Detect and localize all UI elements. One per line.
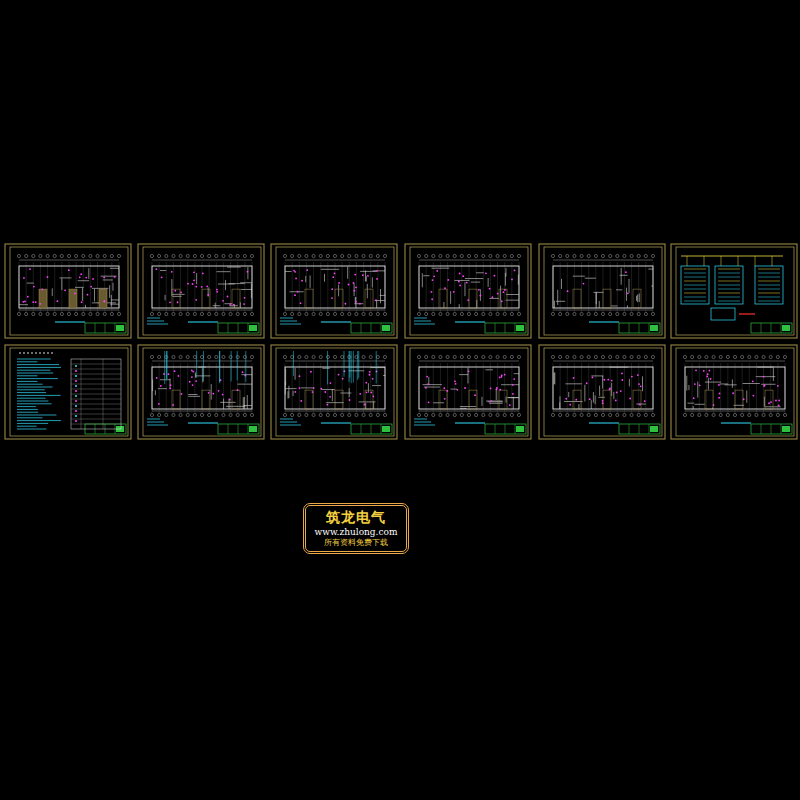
- drawing-sheet: [539, 345, 665, 439]
- drawing-sheet: [138, 244, 264, 338]
- drawing-sheet: [539, 244, 665, 338]
- drawing-sheet: [5, 345, 131, 439]
- drawing-sheet: [405, 345, 531, 439]
- drawing-sheet: [271, 345, 397, 439]
- drawing-sheet: [271, 244, 397, 338]
- drawing-sheet: [5, 244, 131, 338]
- drawing-sheet: [671, 345, 797, 439]
- watermark-text: 筑龙电气: [326, 509, 386, 527]
- watermark-text: 所有资料免费下载: [324, 537, 388, 548]
- drawing-sheet: [138, 345, 264, 439]
- drawing-sheet: [671, 244, 797, 338]
- watermark-text: www.zhulong.com: [315, 527, 398, 537]
- drawing-sheet: [405, 244, 531, 338]
- watermark-box: 筑龙电气www.zhulong.com所有资料免费下载: [303, 503, 410, 554]
